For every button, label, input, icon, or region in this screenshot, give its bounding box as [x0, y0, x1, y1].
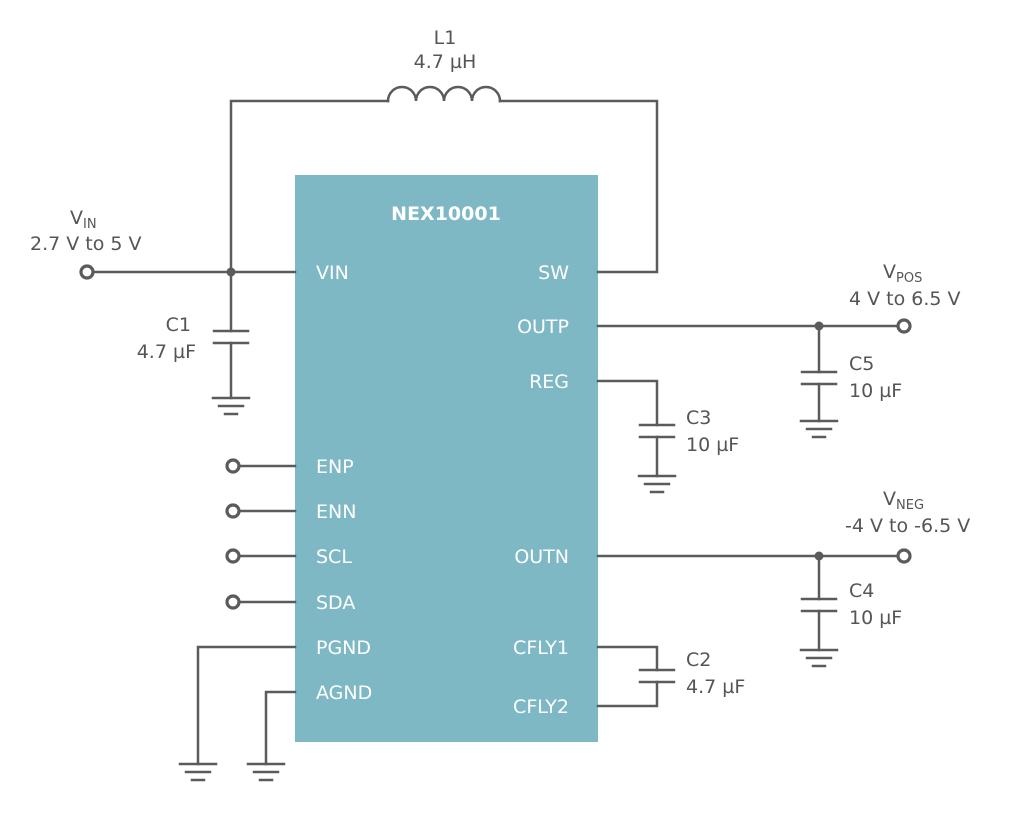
vneg-label-sub: NEG: [896, 498, 924, 513]
vpos-label-sub: POS: [896, 271, 922, 286]
capacitor-c2-value: 4.7 µF: [686, 676, 745, 698]
wire-vin-to-l1: [229, 99, 390, 274]
capacitor-c3-ref: C3: [686, 407, 711, 429]
chip-body: [295, 175, 598, 742]
pin-enn: ENN: [316, 501, 356, 523]
vin-label-main: V: [70, 207, 83, 229]
capacitor-c3-value: 10 µF: [686, 434, 739, 456]
vpos-label: VPOS: [883, 261, 922, 286]
ground-icon: [799, 419, 839, 439]
vneg-label-main: V: [883, 488, 896, 510]
pin-reg: REG: [529, 371, 569, 393]
vneg-label: VNEG: [883, 488, 924, 513]
inductor-l1-symbol: [386, 85, 502, 103]
pin-agnd: AGND: [316, 682, 372, 704]
ground-icon: [637, 474, 677, 494]
vpos-label-main: V: [883, 261, 896, 283]
pin-vin: VIN: [316, 262, 349, 284]
vin-label: VIN: [70, 207, 97, 232]
pin-outn: OUTN: [514, 546, 569, 568]
vpos-terminal: [896, 318, 912, 334]
pin-sda: SDA: [316, 592, 355, 614]
capacitor-c4-ref: C4: [849, 580, 874, 602]
capacitor-c1-ref: C1: [166, 314, 191, 336]
wire-reg: [596, 379, 659, 427]
wire-agnd: [264, 690, 297, 766]
pin-cfly2: CFLY2: [513, 696, 569, 718]
enp-terminal: [225, 458, 241, 474]
wire-pgnd: [196, 645, 297, 766]
capacitor-c5-value: 10 µF: [849, 380, 902, 402]
pin-cfly1: CFLY1: [513, 637, 569, 659]
vin-terminal: [79, 264, 95, 280]
ground-icon: [799, 648, 839, 668]
chip-name: NEX10001: [391, 203, 501, 225]
pin-enp: ENP: [316, 456, 354, 478]
capacitor-c4-value: 10 µF: [849, 607, 902, 629]
ground-icon: [178, 762, 218, 782]
vin-range: 2.7 V to 5 V: [30, 233, 142, 255]
inductor-l1-value: 4.7 µH: [414, 51, 477, 73]
capacitor-c1-value: 4.7 µF: [137, 341, 196, 363]
capacitor-c2-ref: C2: [686, 649, 711, 671]
vneg-terminal: [896, 548, 912, 564]
pin-outp: OUTP: [517, 316, 569, 338]
vneg-range: -4 V to -6.5 V: [845, 515, 970, 537]
scl-terminal: [225, 548, 241, 564]
pin-scl: SCL: [316, 546, 352, 568]
wire-cfly2: [596, 680, 659, 708]
sda-terminal: [225, 594, 241, 610]
ground-icon: [211, 396, 251, 416]
ground-icon: [246, 762, 286, 782]
inductor-l1-ref: L1: [434, 27, 457, 49]
capacitor-c5-ref: C5: [849, 353, 874, 375]
wire-cfly1: [596, 645, 659, 672]
pin-pgnd: PGND: [316, 637, 371, 659]
wire-l1-to-sw: [498, 99, 659, 274]
enn-terminal: [225, 503, 241, 519]
vpos-range: 4 V to 6.5 V: [849, 288, 961, 310]
pin-sw: SW: [538, 262, 569, 284]
vin-label-sub: IN: [83, 217, 97, 232]
